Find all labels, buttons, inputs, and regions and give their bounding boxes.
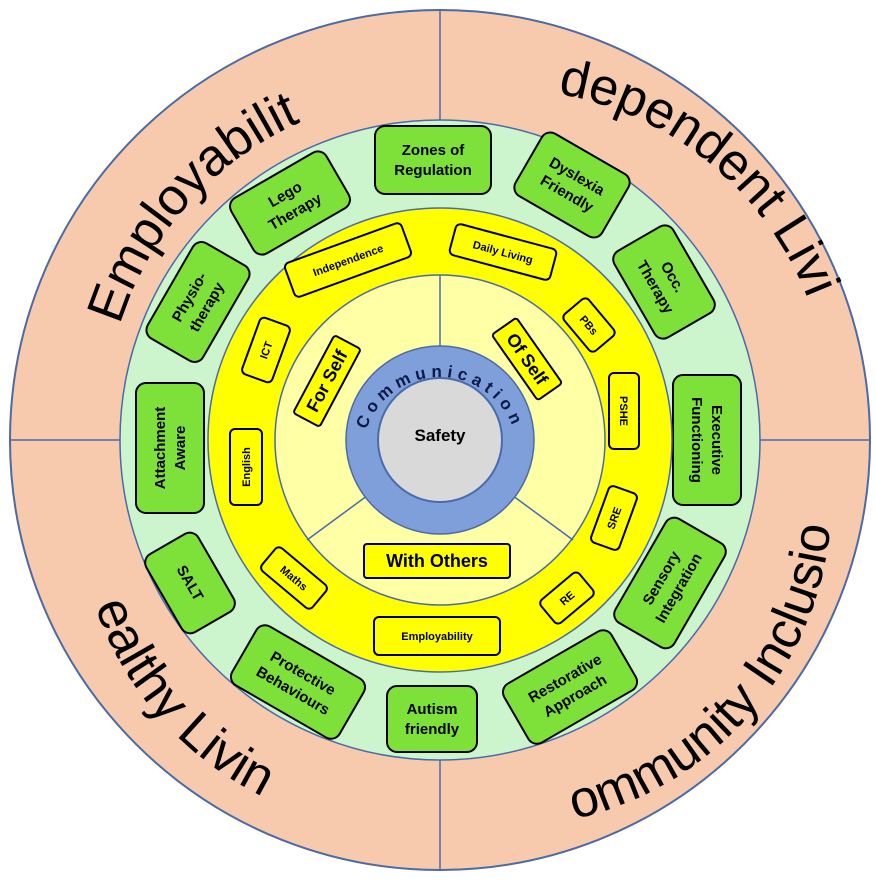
svg-text:Functioning: Functioning: [688, 397, 705, 483]
green-box-zones-of-regulation: Zones of Regulation: [374, 125, 492, 195]
green-box-lego-therapy: Lego Therapy: [229, 150, 351, 256]
green-box-attachment-aware: Attachment Aware: [135, 382, 205, 514]
green-box-occ-therapy: Occ. Therapy: [612, 224, 716, 340]
safety-label: Safety: [414, 426, 466, 445]
yellow-box-re: RE: [539, 571, 595, 625]
svg-text:Aware: Aware: [172, 426, 189, 471]
svg-text:Employability: Employability: [401, 631, 473, 643]
svg-text:Attachment: Attachment: [152, 407, 169, 490]
yellow-box-english: English: [229, 428, 263, 506]
svg-text:Zones of: Zones of: [402, 142, 466, 159]
svg-text:Regulation: Regulation: [394, 162, 472, 179]
yellow-box-daily-living: Daily Living: [448, 223, 558, 281]
svg-text:friendly: friendly: [405, 721, 460, 738]
green-box-salt: SALT: [144, 531, 236, 635]
green-box-executive-functioning: Executive Functioning: [672, 374, 742, 506]
label-with-others: With Others: [363, 543, 511, 579]
segment-divider-left: [306, 489, 376, 541]
svg-text:Autism: Autism: [407, 701, 458, 718]
svg-text:English: English: [241, 447, 253, 487]
yellow-box-employability: Employability: [373, 616, 501, 656]
svg-text:PSHE: PSHE: [617, 396, 629, 426]
yellow-box-sre: SRE: [590, 485, 638, 551]
svg-text:ICT: ICT: [258, 340, 275, 361]
svg-text:With Others: With Others: [386, 551, 488, 571]
green-box-dyslexia-friendly: Dyslexia Friendly: [513, 131, 631, 239]
yellow-box-pshe: PSHE: [608, 372, 640, 450]
segment-divider-right: [504, 489, 574, 541]
green-box-autism-friendly: Autism friendly: [386, 685, 478, 753]
yellow-box-ict: ICT: [241, 316, 291, 384]
yellow-box-maths: Maths: [260, 546, 328, 610]
safety-circle: [377, 377, 503, 503]
svg-text:Executive: Executive: [708, 405, 725, 475]
label-of-self: Of Self: [491, 317, 563, 401]
yellow-box-pbs: PBs: [562, 297, 616, 353]
green-box-physiotherapy: Physio- therapy: [145, 241, 251, 363]
